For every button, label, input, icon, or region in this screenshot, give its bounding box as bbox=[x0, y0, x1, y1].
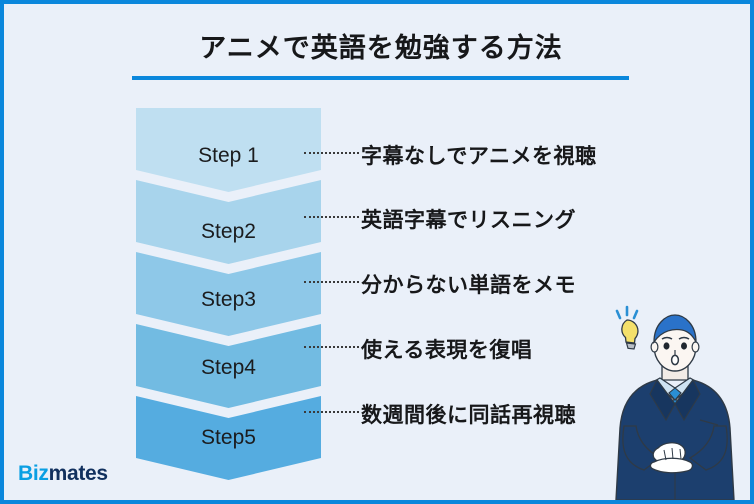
arm-right bbox=[688, 425, 728, 471]
chevron-shape-2 bbox=[136, 180, 321, 264]
step-description-1: 字幕なしでアニメを視聴 bbox=[361, 145, 597, 168]
leader-line-5 bbox=[304, 411, 359, 413]
chevron-shape-5 bbox=[136, 396, 321, 480]
funnel-diagram: Step 1 Step2 Step3 Step4 Ste bbox=[136, 108, 321, 480]
step-description-5: 数週間後に同話再視聴 bbox=[361, 404, 576, 427]
funnel-step-2[interactable] bbox=[136, 180, 321, 264]
funnel-step-4[interactable] bbox=[136, 324, 321, 408]
title-underline bbox=[132, 76, 629, 80]
logo-mates: mates bbox=[48, 462, 109, 485]
finger-lines bbox=[663, 447, 682, 461]
leader-line-1 bbox=[304, 152, 359, 154]
hand-lower bbox=[649, 457, 694, 474]
step-description-4: 使える表現を復唱 bbox=[361, 339, 533, 362]
pocket bbox=[699, 419, 719, 426]
funnel-step-1-label: Step 1 bbox=[198, 144, 259, 167]
ear-left bbox=[650, 341, 659, 353]
logo-biz: Biz bbox=[18, 462, 49, 485]
eyebrow-right bbox=[678, 336, 690, 340]
chevron-shape-4 bbox=[136, 324, 321, 408]
lapel-right bbox=[674, 378, 701, 422]
businessman-illustration bbox=[615, 305, 735, 500]
lapel-left bbox=[649, 378, 676, 422]
funnel-step-5-label: Step5 bbox=[201, 426, 256, 449]
step-description-2: 英語字幕でリスニング bbox=[361, 209, 576, 232]
lightbulb-glass bbox=[621, 319, 639, 344]
step-description-3: 分からない単語をメモ bbox=[361, 274, 576, 297]
funnel-step-2-label: Step2 bbox=[201, 220, 256, 243]
page-title: アニメで英語を勉強する方法 bbox=[4, 33, 750, 64]
funnel-step-1[interactable] bbox=[136, 108, 321, 192]
ear-right bbox=[691, 341, 700, 353]
lightbulb-base bbox=[625, 342, 637, 350]
chevron-shape-1 bbox=[136, 108, 321, 192]
lightbulb-icon bbox=[615, 305, 639, 320]
eyebrow-left bbox=[661, 336, 673, 340]
funnel-step-4-label: Step4 bbox=[201, 356, 256, 379]
eye-left bbox=[663, 342, 670, 350]
chevron-shape-3 bbox=[136, 252, 321, 336]
title-text: アニメで英語を勉強する方法 bbox=[199, 33, 563, 63]
mouth bbox=[670, 354, 680, 366]
hair bbox=[653, 314, 697, 345]
leader-line-2 bbox=[304, 216, 359, 218]
funnel-step-3[interactable] bbox=[136, 252, 321, 336]
suit-jacket bbox=[615, 379, 735, 500]
eye-right bbox=[681, 342, 687, 350]
leader-line-3 bbox=[304, 281, 359, 283]
funnel-step-3-label: Step3 bbox=[201, 288, 256, 311]
bizmates-logo: Bizmates bbox=[18, 462, 108, 486]
leader-line-4 bbox=[304, 346, 359, 348]
funnel-step-5[interactable] bbox=[136, 396, 321, 480]
